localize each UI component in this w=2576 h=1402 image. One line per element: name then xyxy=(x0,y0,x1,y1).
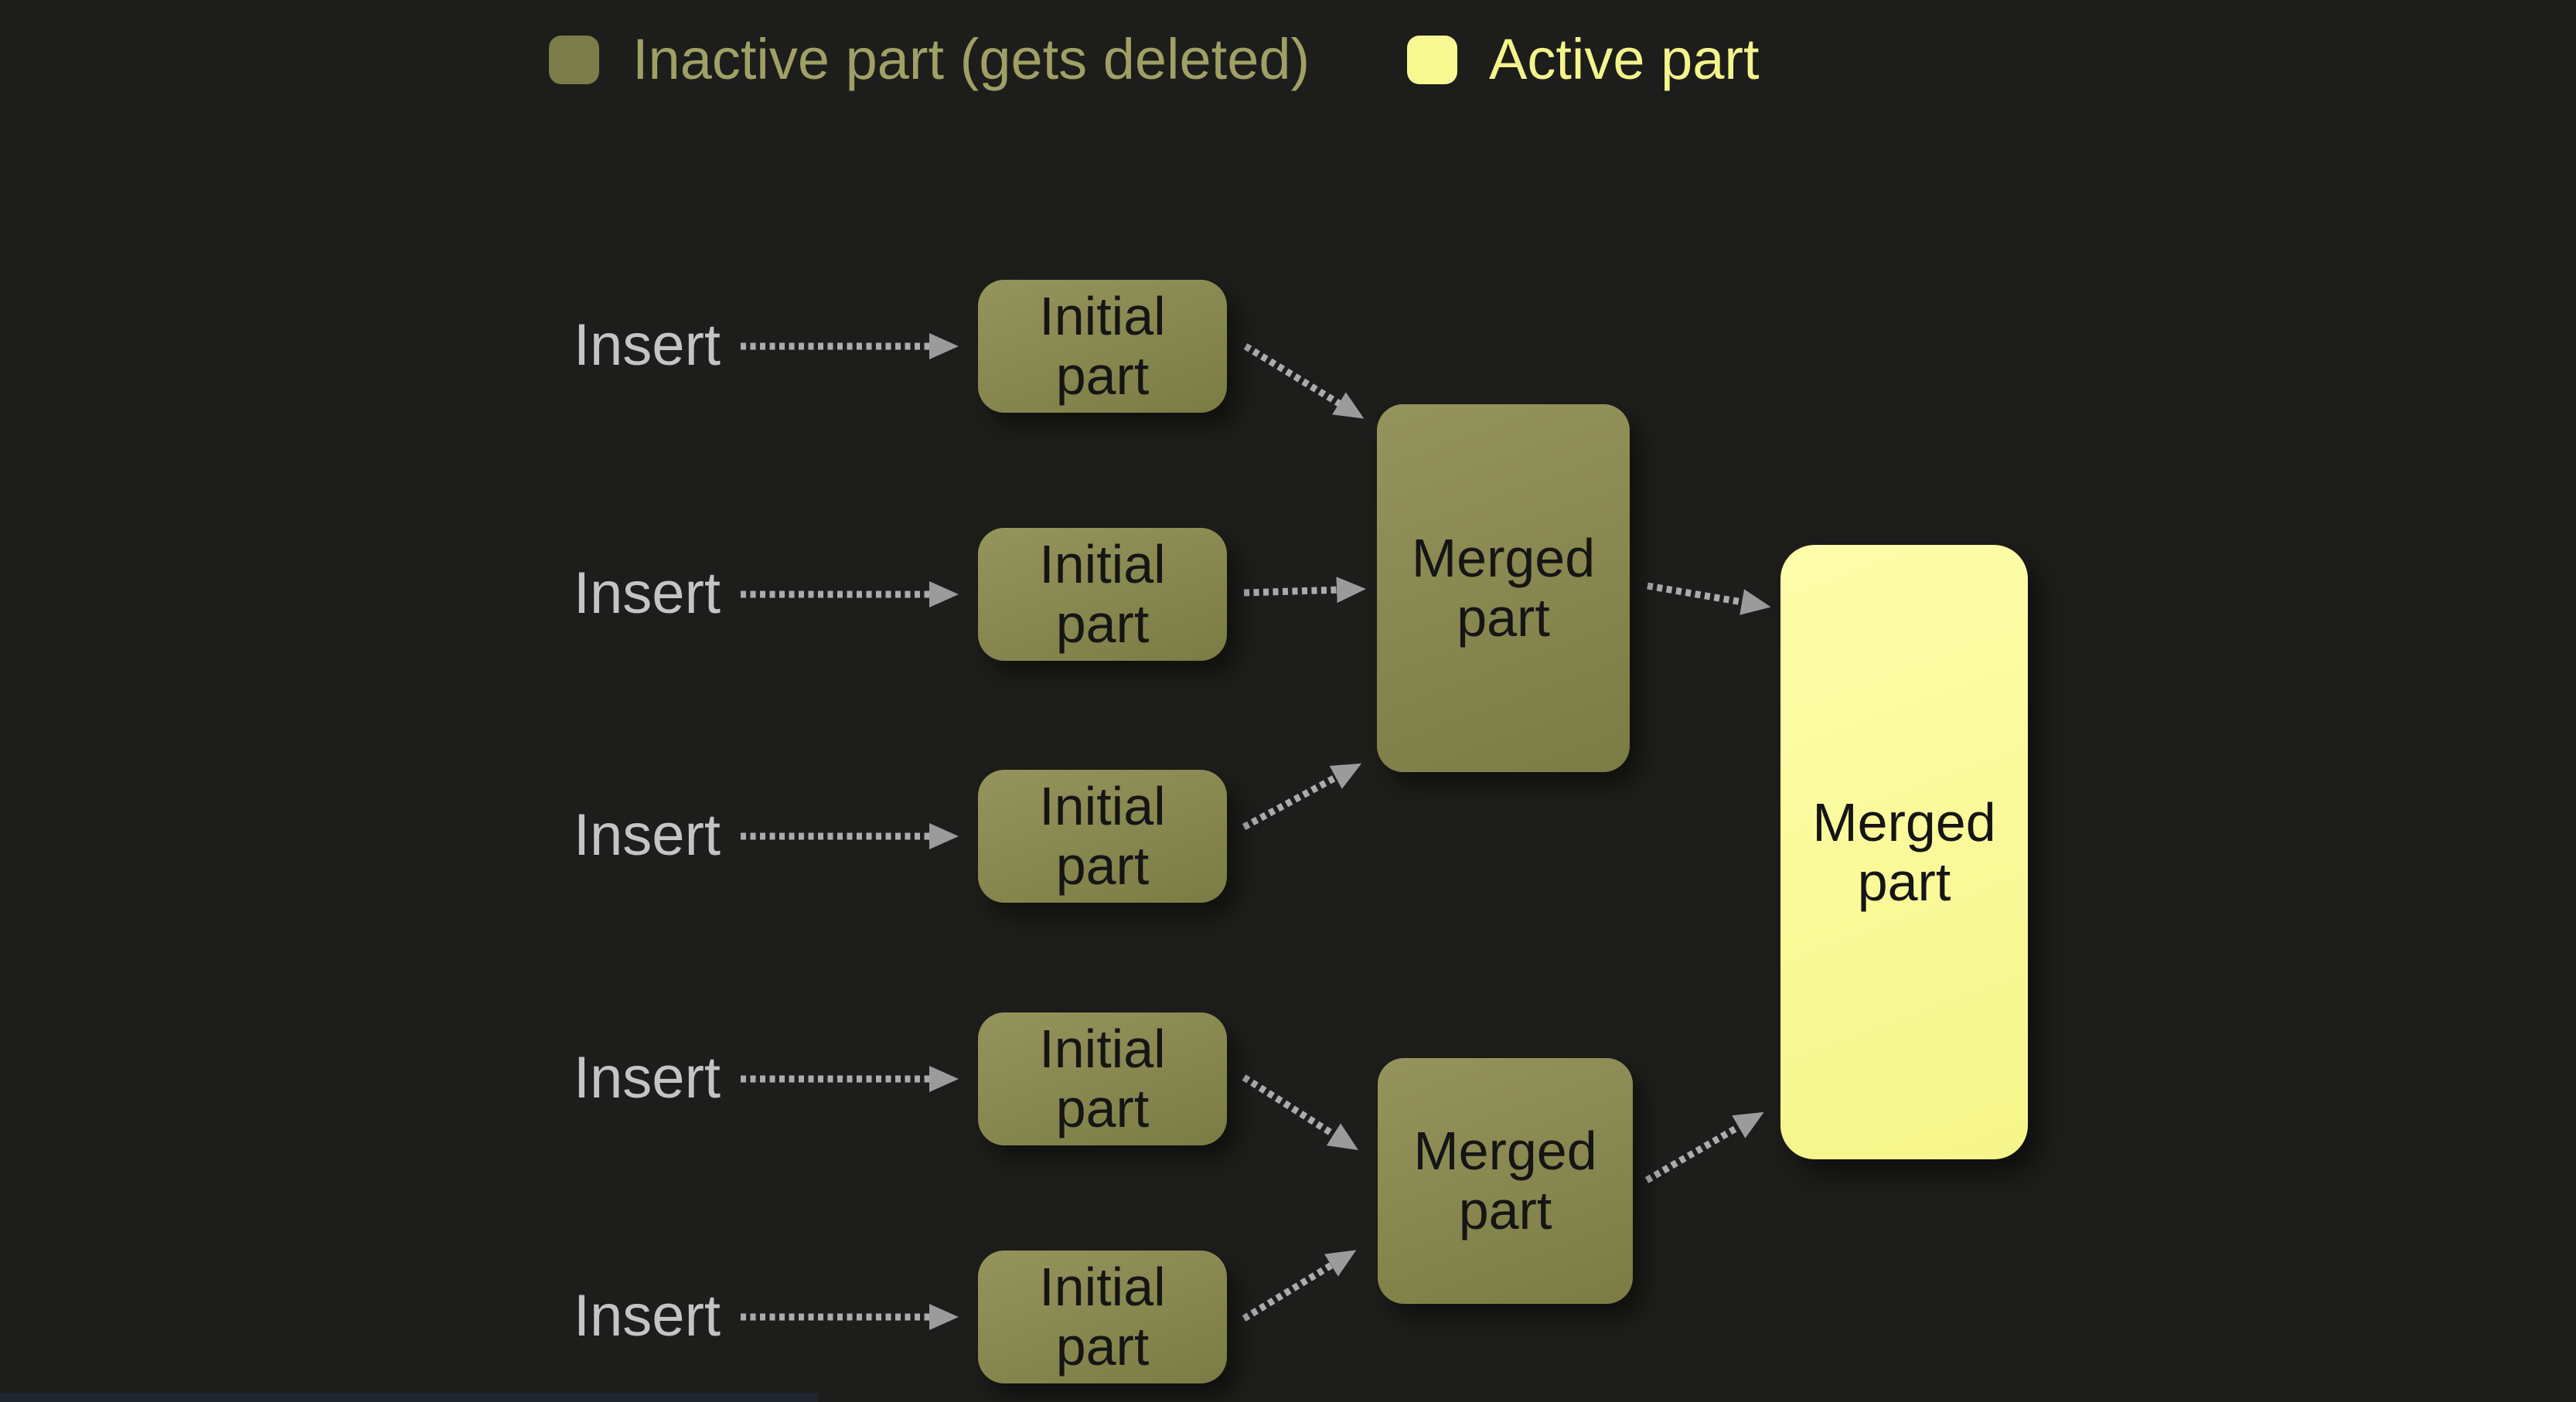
bottom-edge-strip xyxy=(0,1393,818,1402)
insert-label-4: Insert xyxy=(573,1044,721,1111)
insert-label-2: Insert xyxy=(573,560,721,626)
arrow-initial-5-to-merged-2 xyxy=(1242,1250,1357,1322)
insert-label-5: Insert xyxy=(573,1282,721,1349)
arrow-merged-2-to-final xyxy=(1644,1111,1764,1183)
arrow-initial-2-to-merged-1 xyxy=(1243,577,1366,604)
legend-swatch-active xyxy=(1407,36,1457,84)
arrow-merged-1-to-final xyxy=(1647,582,1771,615)
arrow-initial-4-to-merged-2 xyxy=(1242,1074,1358,1151)
legend-label-active: Active part xyxy=(1489,27,1760,91)
legend-label-inactive: Inactive part (gets deleted) xyxy=(632,27,1310,91)
insert-label-1: Insert xyxy=(573,311,721,378)
arrow-initial-3-to-merged-1 xyxy=(1242,763,1362,830)
arrow-initial-1-to-merged-1 xyxy=(1243,343,1365,419)
legend-swatch-inactive xyxy=(549,36,599,84)
insert-label-3: Insert xyxy=(573,801,721,868)
